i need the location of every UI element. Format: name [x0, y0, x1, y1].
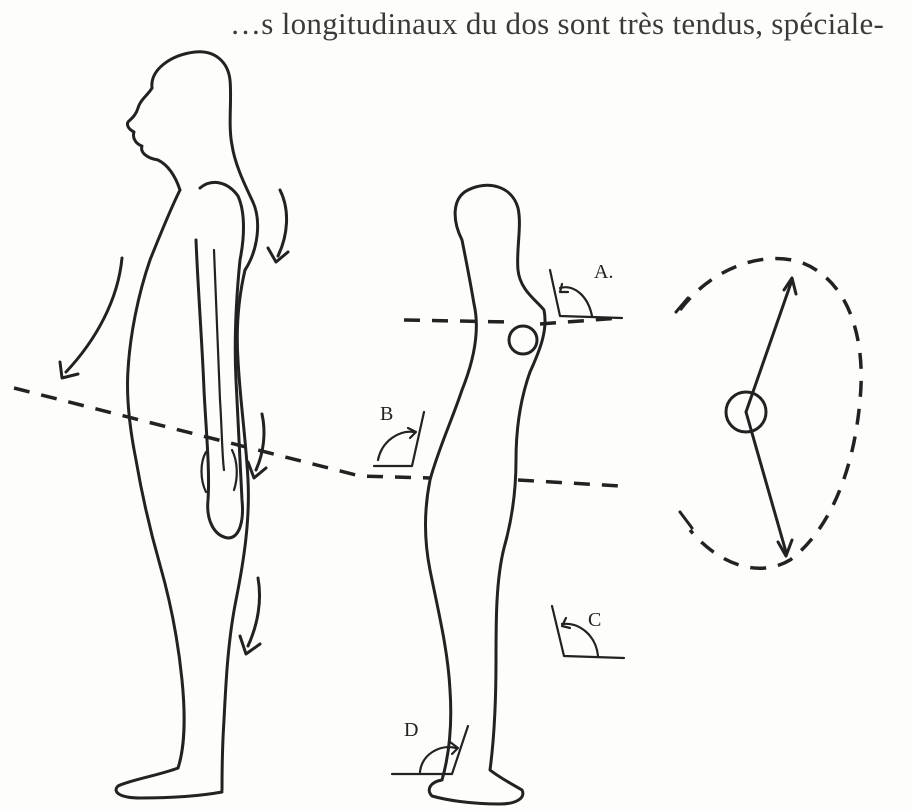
rotation-arc-top	[680, 259, 861, 569]
arrow-upper-back	[278, 190, 287, 256]
left-figure-front	[127, 190, 184, 768]
angle-b-arrow	[408, 428, 416, 438]
rotation-arc-bottom-tick	[680, 512, 692, 528]
rotation-axis-lower	[746, 412, 786, 552]
shoulder-axis-right	[540, 318, 620, 324]
angle-marker-a: A.	[550, 261, 622, 318]
rotation-diagram	[676, 259, 861, 569]
angle-b-arc	[378, 432, 414, 460]
middle-figure	[426, 185, 546, 804]
arrow-pelvis	[256, 414, 264, 470]
angle-marker-d: D	[392, 719, 468, 774]
angle-d-arc	[420, 747, 456, 772]
angle-marker-b: B	[374, 403, 424, 466]
angle-label-b: B	[380, 403, 393, 425]
angle-label-d: D	[404, 719, 418, 741]
middle-figure-outline	[426, 185, 546, 804]
left-figure	[60, 52, 288, 798]
angle-label-a: A.	[594, 261, 613, 283]
left-figure-foot	[116, 768, 222, 798]
left-figure-face	[127, 88, 180, 190]
arrow-head-tilt	[66, 258, 122, 372]
rotation-axis-upper	[746, 280, 792, 412]
axis-lines	[14, 318, 620, 486]
angle-label-c: C	[588, 609, 601, 631]
left-figure-arm-inner	[214, 250, 224, 470]
angle-marker-c: C	[552, 606, 624, 658]
shoulder-axis-line	[404, 320, 510, 322]
arrow-knee	[248, 578, 260, 646]
hip-axis-right	[518, 480, 620, 486]
shoulder-joint	[509, 326, 537, 354]
